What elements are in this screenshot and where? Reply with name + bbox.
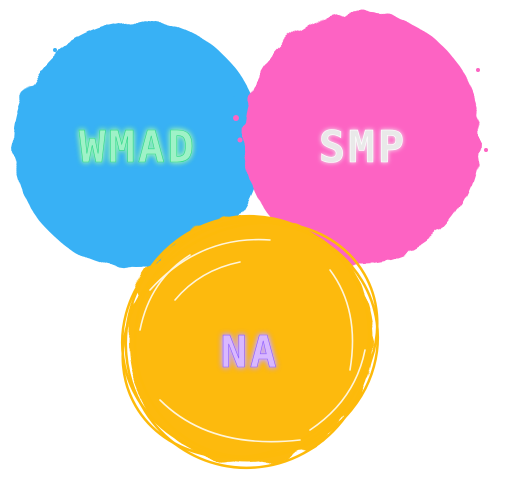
wmad-blob (14, 21, 262, 269)
wmad-label: WMAD (79, 122, 197, 173)
na-blob (120, 214, 380, 470)
smp-blob (233, 12, 488, 264)
smp-label: SMP (319, 122, 407, 173)
na-label: NA (221, 327, 280, 378)
